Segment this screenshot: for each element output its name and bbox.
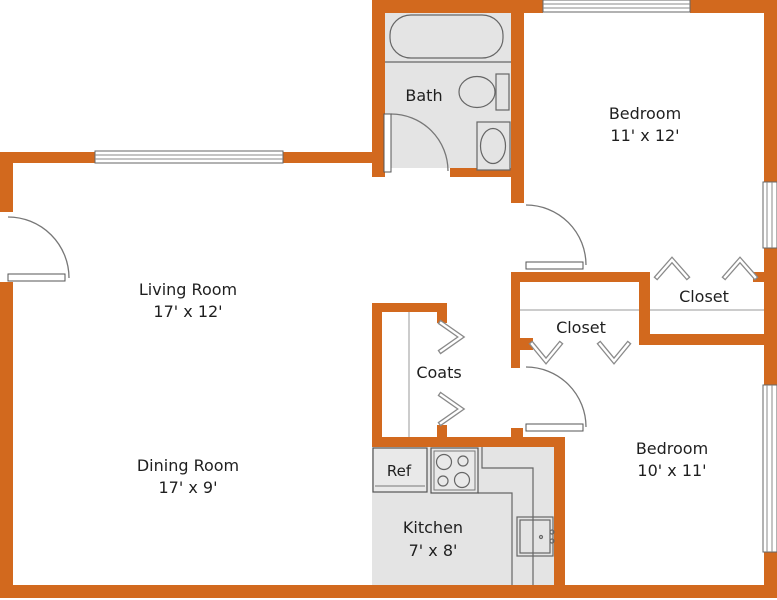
room-dims-kitchen: 7' x 8' — [409, 541, 458, 560]
room-dims-living: 17' x 12' — [153, 302, 222, 321]
wall-segment — [753, 272, 777, 282]
sink-drain-dot — [538, 534, 544, 540]
windows — [94, 0, 777, 553]
stove — [430, 447, 479, 494]
room-dims-dining: 17' x 9' — [159, 478, 218, 497]
toilet-bowl-icon — [458, 75, 496, 109]
wall-segment — [0, 585, 777, 598]
window-right-upper — [762, 181, 777, 249]
closet-rods — [408, 309, 764, 437]
faucet-knob-dot — [549, 538, 555, 544]
burner-icon — [435, 453, 453, 471]
burner-icon — [453, 471, 471, 489]
room-label-bedroom-bottom: Bedroom — [636, 439, 708, 458]
wall-segment — [0, 282, 13, 585]
window-living-top — [94, 150, 284, 164]
counter-front-line — [478, 492, 513, 585]
burner-icon — [437, 475, 449, 487]
bedroom-top-door — [525, 204, 587, 270]
wall-segment — [0, 152, 13, 212]
wall-segment — [372, 303, 382, 445]
stove-inner-frame — [433, 450, 476, 491]
closet-mid-bifold-icon — [528, 340, 632, 365]
doors — [7, 113, 587, 432]
room-dims-bedroom-top: 11' x 12' — [610, 126, 679, 145]
coats-bifold-icon — [437, 319, 466, 427]
wall-segment — [764, 248, 777, 385]
kitchen-sink-icon — [516, 516, 554, 557]
kitchen-sink-basin — [519, 519, 551, 554]
wall-segment — [372, 437, 565, 447]
bath-sink-basin-icon — [479, 127, 507, 165]
closet-top-bifold-icon — [653, 256, 759, 281]
wall-segment — [520, 338, 533, 350]
kitchen-sink — [516, 516, 555, 557]
room-label-kitchen: Kitchen — [403, 518, 463, 537]
wall-segment — [511, 272, 650, 282]
room-label-living: Living Room — [139, 280, 237, 299]
room-label-bedroom-top: Bedroom — [609, 104, 681, 123]
stove-icon — [430, 447, 479, 494]
wall-segment — [372, 0, 543, 13]
kitchen-fixtures: Ref — [372, 447, 555, 585]
bedroom-bottom-door — [525, 366, 587, 432]
bathtub-icon — [389, 14, 504, 59]
room-labels: Bath Bedroom 11' x 12' Living Room 17' x… — [137, 86, 729, 560]
burner-icon — [457, 455, 469, 467]
wall-segment — [554, 437, 565, 585]
wall-segment — [764, 0, 777, 182]
faucet-knob-dot — [549, 529, 555, 535]
bath-door — [383, 113, 449, 173]
room-label-closet-top: Closet — [679, 287, 729, 306]
wall-segment — [511, 282, 520, 368]
entry-door — [7, 216, 70, 282]
wall-segment — [0, 152, 95, 163]
refrigerator-icon — [372, 447, 428, 493]
wall-segment — [511, 13, 524, 203]
wall-segment — [690, 0, 777, 13]
room-label-dining: Dining Room — [137, 456, 239, 475]
bifold-doors — [437, 256, 759, 427]
room-label-closet-mid: Closet — [556, 318, 606, 337]
wall-segment — [450, 168, 524, 177]
counter-edge-line — [481, 447, 534, 585]
wall-segment — [639, 334, 777, 345]
refrigerator-label: Ref — [387, 462, 412, 480]
room-label-bath: Bath — [405, 86, 442, 105]
window-bedroom-top — [542, 0, 691, 13]
bath-sink-cabinet-icon — [476, 121, 511, 171]
wall-segment — [437, 312, 447, 323]
wall-segment — [283, 152, 385, 163]
wall-segment — [437, 425, 447, 437]
toilet-tank-icon — [495, 73, 510, 111]
room-dims-bedroom-bottom: 10' x 11' — [637, 461, 706, 480]
bath-fixtures — [385, 14, 511, 171]
room-label-coats: Coats — [416, 363, 461, 382]
refrigerator: Ref — [372, 447, 428, 493]
window-right-lower — [762, 384, 777, 553]
wall-segment — [639, 272, 650, 345]
wall-segment — [372, 0, 385, 177]
wall-segment — [372, 303, 447, 312]
